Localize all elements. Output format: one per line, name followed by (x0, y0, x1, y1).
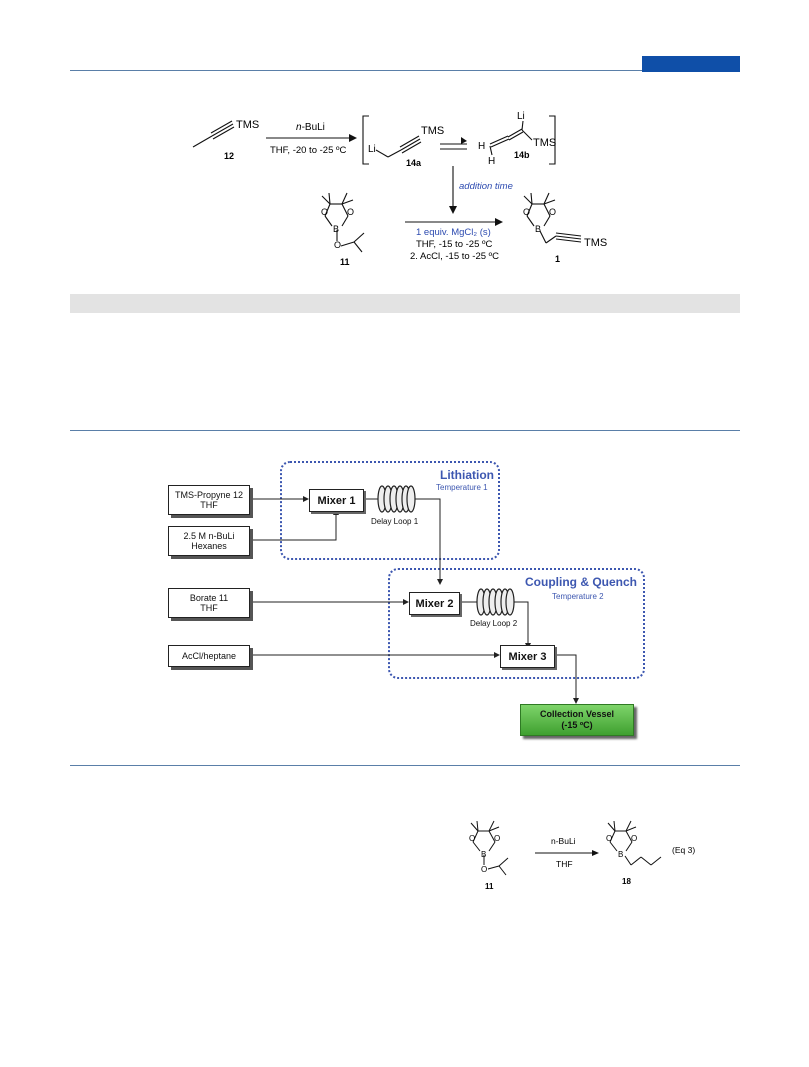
lithiation-zone (280, 461, 500, 560)
eq3-reactant-o2: O (494, 834, 500, 843)
compound-11-label: 11 (340, 257, 350, 267)
mixer-2: Mixer 2 (409, 592, 460, 615)
borate-b: B (333, 224, 339, 234)
compound-14b-label: 14b (514, 150, 530, 160)
eq3-product-b: B (618, 850, 623, 859)
delay-loop-1-coil (377, 485, 416, 513)
borate-o2: O (347, 207, 354, 217)
condition-mgcl2: 1 equiv. MgCl₂ (s) (416, 227, 491, 238)
eq3-compound-18: 18 (622, 877, 631, 886)
mixer-1: Mixer 1 (309, 489, 364, 512)
flow-lines (250, 485, 579, 704)
lithiation-title: Lithiation (440, 468, 494, 482)
compound-1-label: 1 (555, 254, 560, 264)
eq3-reactant-o1: O (469, 834, 475, 843)
int-b-li: Li (517, 111, 525, 122)
delay-loop-2-coil (476, 588, 515, 616)
caption-bar (70, 294, 740, 313)
temperature-2-label: Temperature 2 (552, 592, 604, 601)
condition-acetyl-chloride: 2. AcCl, -15 to -25 ºC (410, 251, 499, 262)
product-o1: O (523, 207, 530, 217)
mixer-3: Mixer 3 (500, 645, 555, 668)
eq3-product-o2: O (631, 834, 637, 843)
borate-o3: O (334, 240, 341, 250)
eq3-solvent: THF (556, 859, 573, 869)
product-o2: O (549, 207, 556, 217)
conditions-thf-1: THF, -20 to -25 ºC (270, 145, 346, 156)
reagent-nbuli: n-BuLi (296, 122, 325, 133)
header-accent-bar (642, 56, 740, 72)
int-a-li: Li (368, 144, 376, 155)
coupling-quench-title: Coupling & Quench (525, 575, 637, 589)
addition-time-label: addition time (459, 181, 513, 192)
int-b-h1: H (478, 141, 485, 152)
int-b-h2: H (488, 156, 495, 167)
coupling-quench-zone (388, 568, 645, 679)
eq3-reactant-o3: O (481, 865, 487, 874)
int-b-tms: TMS (533, 137, 556, 149)
delay-loop-1-label: Delay Loop 1 (371, 517, 419, 526)
section-rule-1 (70, 430, 740, 431)
collection-vessel: Collection Vessel (-15 ºC) (520, 704, 634, 736)
equation-3-label: (Eq 3) (672, 845, 695, 855)
feed-acetyl-chloride: AcCl/heptane (168, 645, 250, 667)
eq3-reactant-b: B (481, 850, 486, 859)
compound-14a-label: 14a (406, 158, 422, 168)
compound-12-label: 12 (224, 151, 234, 161)
reaction-scheme: TMS 12 n-BuLi THF, -20 to -25 ºC Li TMS … (192, 111, 607, 267)
product-b: B (535, 224, 541, 234)
eq3-product-o1: O (606, 834, 612, 843)
equation-3-scheme: O O B O 11 n-BuLi THF O O B 18 (Eq 3) (469, 820, 695, 891)
borate-o1: O (321, 207, 328, 217)
section-rule-2 (70, 765, 740, 766)
int-a-tms: TMS (421, 125, 444, 137)
reactant-tms-label: TMS (236, 119, 259, 131)
condition-thf-2: THF, -15 to -25 ºC (416, 239, 492, 250)
delay-loop-2-label: Delay Loop 2 (470, 619, 518, 628)
product-tms: TMS (584, 237, 607, 249)
temperature-1-label: Temperature 1 (436, 483, 488, 492)
eq3-reagent: n-BuLi (551, 836, 576, 846)
header-rule (70, 70, 740, 71)
eq3-compound-11: 11 (485, 882, 494, 891)
